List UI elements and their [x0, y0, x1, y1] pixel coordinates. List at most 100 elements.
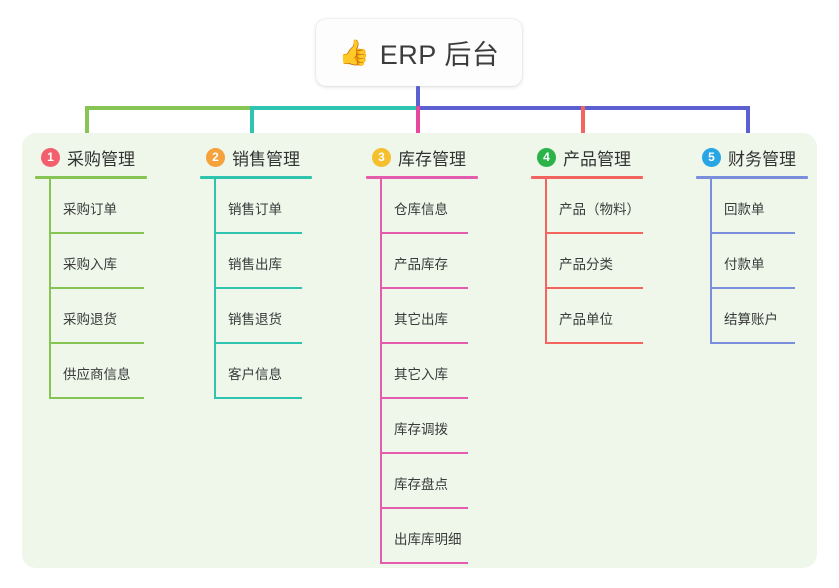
drop-connector-3: [416, 106, 420, 141]
column-number-badge: 5: [702, 147, 721, 167]
column-branch: 回款单付款单结算账户: [696, 179, 808, 344]
column-number-badge: 2: [206, 147, 225, 167]
bus-segment-teal: [250, 106, 418, 110]
column-header-rule: [531, 176, 643, 179]
leaf-item[interactable]: 销售出库: [200, 234, 312, 289]
column-title: 销售管理: [232, 149, 300, 169]
leaf-item-label: 库存盘点: [394, 477, 448, 492]
leaf-item[interactable]: 回款单: [696, 179, 808, 234]
leaf-item-label: 付款单: [724, 257, 765, 272]
leaf-item-rule: [380, 342, 468, 344]
leaf-item[interactable]: 库存盘点: [366, 454, 478, 509]
bus-segment-green: [85, 106, 252, 110]
drop-connector-5: [746, 106, 750, 141]
leaf-item-label: 结算账户: [724, 312, 778, 327]
leaf-item-rule: [380, 507, 468, 509]
column-header-2[interactable]: 2 销售管理: [200, 144, 312, 170]
leaf-item-rule: [380, 287, 468, 289]
thumbs-up-icon: 👍: [338, 39, 370, 67]
leaf-item-label: 其它出库: [394, 312, 448, 327]
column-title: 财务管理: [728, 149, 796, 169]
column-branch: 产品（物料） 产品分类产品单位: [531, 179, 643, 344]
leaf-item-rule: [545, 342, 643, 344]
leaf-item-rule: [214, 397, 302, 399]
leaf-item[interactable]: 销售退货: [200, 289, 312, 344]
diagram-panel: [22, 133, 817, 568]
leaf-item-rule: [545, 287, 643, 289]
column-header-rule: [366, 176, 478, 179]
column-header-rule: [696, 176, 808, 179]
leaf-item-label: 仓库信息: [394, 202, 448, 217]
column-title: 采购管理: [67, 149, 135, 169]
column-number-badge: 4: [537, 147, 556, 167]
leaf-item-label: 销售订单: [228, 202, 282, 217]
column-spine: [214, 179, 216, 399]
leaf-item[interactable]: 采购入库: [35, 234, 147, 289]
leaf-item[interactable]: 客户信息: [200, 344, 312, 399]
leaf-item-label: 产品库存: [394, 257, 448, 272]
leaf-item-rule: [380, 397, 468, 399]
column-number-badge: 3: [372, 147, 391, 167]
leaf-item-rule: [545, 232, 643, 234]
leaf-item[interactable]: 产品库存: [366, 234, 478, 289]
leaf-item-rule: [49, 232, 144, 234]
leaf-item-rule: [49, 397, 144, 399]
leaf-item[interactable]: 销售订单: [200, 179, 312, 234]
leaf-item-rule: [710, 287, 795, 289]
column-2: 2 销售管理销售订单销售出库销售退货客户信息: [200, 144, 312, 399]
leaf-item-rule: [710, 342, 795, 344]
leaf-item-rule: [49, 342, 144, 344]
drop-connector-4: [581, 106, 585, 141]
leaf-item-label: 产品单位: [559, 312, 613, 327]
leaf-item-label: 产品（物料）: [559, 202, 640, 217]
leaf-item[interactable]: 付款单: [696, 234, 808, 289]
leaf-item[interactable]: 其它出库: [366, 289, 478, 344]
leaf-item-label: 采购订单: [63, 202, 117, 217]
leaf-item-rule: [49, 287, 144, 289]
column-4: 4 产品管理产品（物料） 产品分类产品单位: [531, 144, 643, 344]
leaf-item-label: 出库库明细: [394, 532, 462, 547]
leaf-item[interactable]: 采购订单: [35, 179, 147, 234]
column-header-1[interactable]: 1 采购管理: [35, 144, 147, 170]
leaf-item[interactable]: 库存调拨: [366, 399, 478, 454]
leaf-item[interactable]: 结算账户: [696, 289, 808, 344]
leaf-item-label: 采购退货: [63, 312, 117, 327]
column-spine: [380, 179, 382, 564]
leaf-item-label: 销售出库: [228, 257, 282, 272]
column-title: 库存管理: [398, 149, 466, 169]
leaf-item-rule: [214, 232, 302, 234]
leaf-item-label: 其它入库: [394, 367, 448, 382]
column-header-5[interactable]: 5 财务管理: [696, 144, 808, 170]
leaf-item-label: 销售退货: [228, 312, 282, 327]
leaf-item-rule: [214, 287, 302, 289]
column-branch: 仓库信息产品库存其它出库其它入库库存调拨库存盘点出库库明细: [366, 179, 478, 564]
drop-connector-2: [250, 106, 254, 141]
column-header-3[interactable]: 3 库存管理: [366, 144, 478, 170]
leaf-item-label: 回款单: [724, 202, 765, 217]
leaf-item[interactable]: 产品（物料）: [531, 179, 643, 234]
leaf-item[interactable]: 出库库明细: [366, 509, 478, 564]
leaf-item[interactable]: 仓库信息: [366, 179, 478, 234]
leaf-item-label: 供应商信息: [63, 367, 131, 382]
leaf-item[interactable]: 供应商信息: [35, 344, 147, 399]
column-3: 3 库存管理仓库信息产品库存其它出库其它入库库存调拨库存盘点出库库明细: [366, 144, 478, 564]
column-branch: 采购订单采购入库采购退货供应商信息: [35, 179, 147, 399]
leaf-item-label: 采购入库: [63, 257, 117, 272]
leaf-item[interactable]: 产品分类: [531, 234, 643, 289]
leaf-item-rule: [380, 452, 468, 454]
column-spine: [49, 179, 51, 399]
drop-connector-1: [85, 106, 89, 141]
leaf-item[interactable]: 产品单位: [531, 289, 643, 344]
leaf-item-label: 产品分类: [559, 257, 613, 272]
column-number-badge: 1: [41, 147, 60, 167]
column-header-4[interactable]: 4 产品管理: [531, 144, 643, 170]
root-node-card[interactable]: 👍 ERP 后台: [316, 19, 522, 86]
leaf-item[interactable]: 其它入库: [366, 344, 478, 399]
leaf-item-rule: [710, 232, 795, 234]
column-branch: 销售订单销售出库销售退货客户信息: [200, 179, 312, 399]
leaf-item-rule: [380, 232, 468, 234]
leaf-item[interactable]: 采购退货: [35, 289, 147, 344]
column-title: 产品管理: [563, 149, 631, 169]
root-stem-connector: [416, 86, 420, 108]
leaf-item-label: 客户信息: [228, 367, 282, 382]
